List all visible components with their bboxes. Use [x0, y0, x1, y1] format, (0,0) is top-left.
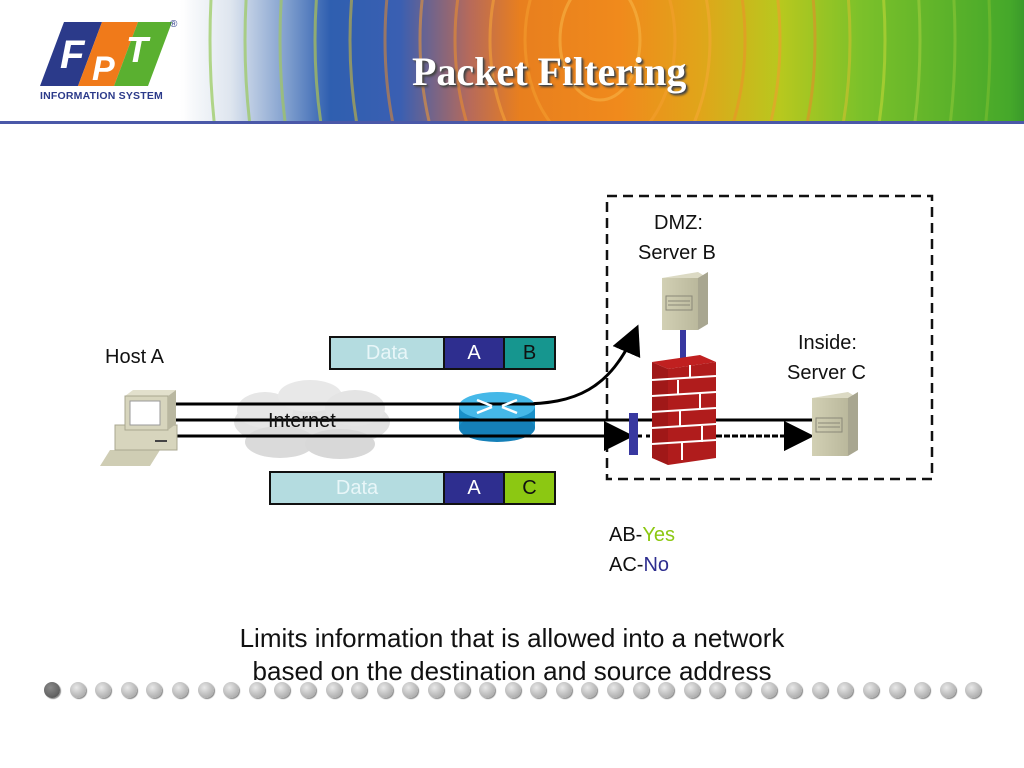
server-b-icon — [662, 272, 708, 330]
logo-letter-t: T — [126, 29, 151, 70]
nav-dot[interactable] — [837, 682, 854, 698]
nav-dot[interactable] — [555, 682, 572, 698]
nav-dot[interactable] — [888, 682, 905, 698]
internet-label: Internet — [268, 410, 336, 432]
logo-letter-p: P — [92, 50, 115, 86]
host-a-label: Host A — [105, 346, 164, 368]
nav-dot[interactable] — [607, 682, 624, 698]
nav-dot[interactable] — [95, 682, 112, 698]
cloud-icon — [234, 380, 390, 459]
nav-dot[interactable] — [69, 682, 86, 698]
slide-caption: Limits information that is allowed into … — [0, 622, 1024, 688]
packet-a-to-b: Data A B — [329, 336, 556, 370]
nav-dot[interactable] — [274, 682, 291, 698]
server-c-label: Server C — [787, 362, 866, 384]
nav-dot[interactable] — [530, 682, 547, 698]
rule-pair: AB- — [609, 524, 643, 546]
server-c-icon — [812, 392, 858, 456]
nav-dot[interactable] — [863, 682, 879, 698]
packet-destination-field: B — [505, 338, 554, 368]
rule-ac: AC-No — [609, 554, 669, 577]
slide-nav-dots — [44, 682, 982, 698]
rule-ab: AB-Yes — [609, 524, 675, 547]
nav-dot[interactable] — [223, 682, 240, 698]
nav-dot[interactable] — [504, 682, 521, 698]
packet-data-field: Data — [271, 473, 445, 503]
nav-dot[interactable] — [351, 682, 368, 698]
registered-mark: ® — [170, 19, 178, 30]
rule-result-no: No — [643, 554, 670, 576]
nav-dot[interactable] — [402, 682, 419, 698]
nav-dot-active[interactable] — [44, 682, 60, 698]
nav-dot[interactable] — [735, 682, 752, 698]
packet-source-field: A — [445, 338, 505, 368]
rule-pair: AC- — [609, 554, 644, 576]
inside-label: Inside: — [798, 332, 857, 354]
nav-dot[interactable] — [760, 682, 777, 698]
router-icon — [459, 392, 535, 442]
fpt-logo-icon: F P T — [40, 22, 172, 86]
nav-dot[interactable] — [965, 682, 982, 698]
nav-dot[interactable] — [427, 682, 444, 698]
nav-dot[interactable] — [171, 682, 188, 698]
slide-title: Packet Filtering — [412, 49, 687, 94]
nav-dot[interactable] — [325, 682, 342, 698]
nav-dot[interactable] — [683, 682, 700, 698]
header-divider — [0, 121, 1024, 124]
packet-data-field: Data — [331, 338, 445, 368]
filter-block-bar — [629, 413, 638, 455]
nav-dot[interactable] — [453, 682, 470, 698]
brick-firewall-icon — [651, 330, 717, 465]
caption-line-2: based on the destination and source addr… — [252, 656, 772, 686]
nav-dot[interactable] — [786, 682, 803, 698]
nav-dot[interactable] — [709, 682, 726, 698]
nav-dot[interactable] — [479, 682, 496, 698]
slide-header: F P T ® INFORMATION SYSTEM Packet Filter… — [0, 0, 1024, 122]
packet-destination-field: C — [505, 473, 554, 503]
logo-letter-f: F — [60, 33, 86, 77]
nav-dot[interactable] — [939, 682, 956, 698]
nav-dot[interactable] — [248, 682, 265, 698]
nav-dot[interactable] — [811, 682, 828, 698]
nav-dot[interactable] — [197, 682, 214, 698]
network-boundary — [605, 194, 934, 481]
nav-dot[interactable] — [146, 682, 163, 698]
caption-line-1: Limits information that is allowed into … — [239, 623, 785, 653]
packet-a-to-c: Data A C — [269, 471, 556, 505]
nav-dot[interactable] — [376, 682, 393, 698]
nav-dot[interactable] — [632, 682, 649, 698]
nav-dot[interactable] — [658, 682, 675, 698]
nav-dot[interactable] — [120, 682, 137, 698]
desktop-computer-icon — [100, 390, 178, 466]
nav-dot[interactable] — [914, 682, 931, 698]
nav-dot[interactable] — [581, 682, 598, 698]
dmz-label: DMZ: — [654, 212, 703, 234]
rule-result-yes: Yes — [642, 524, 675, 546]
logo-subtitle: INFORMATION SYSTEM — [40, 90, 163, 102]
nav-dot[interactable] — [299, 682, 316, 698]
server-b-label: Server B — [638, 242, 716, 264]
packet-source-field: A — [445, 473, 505, 503]
decorative-rings — [208, 0, 992, 122]
